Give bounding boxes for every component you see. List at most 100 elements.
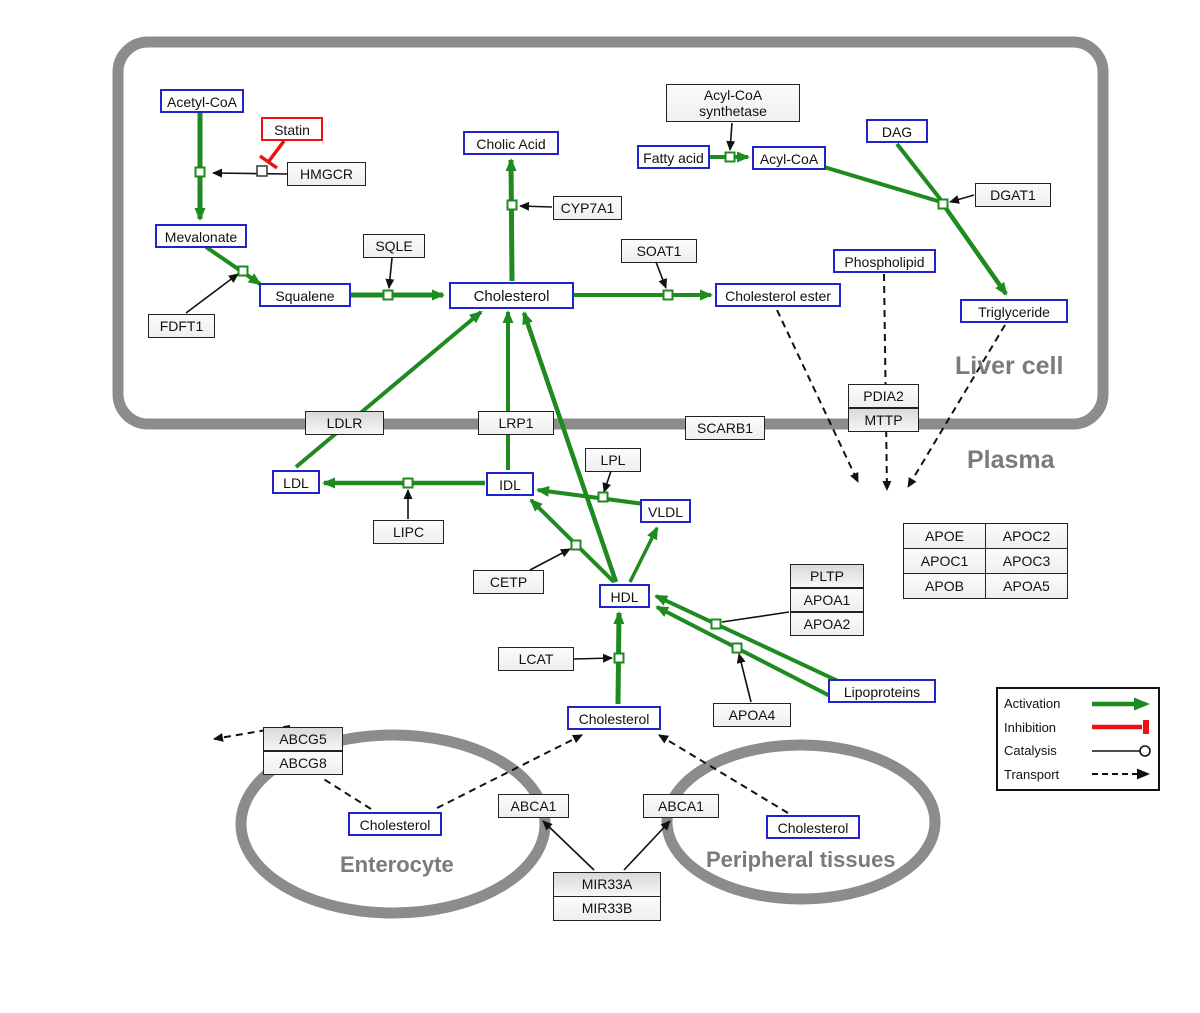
- node-ldl[interactable]: LDL: [272, 470, 320, 494]
- node-mir33b[interactable]: MIR33B: [553, 896, 661, 921]
- edge-ldl-via-ldlr-to-cholesterol: [294, 310, 483, 469]
- statin-target-node: [256, 165, 268, 177]
- node-acetyl-coa[interactable]: Acetyl-CoA: [160, 89, 244, 113]
- node-mevalonate[interactable]: Mevalonate: [155, 224, 247, 248]
- node-fatty-acid[interactable]: Fatty acid: [637, 145, 710, 169]
- node-pltp[interactable]: PLTP: [790, 564, 864, 588]
- legend-row-transport: Transport: [1004, 763, 1152, 785]
- reaction-nodes: [194, 151, 949, 664]
- edge-lipoproteins-to-hdl-lower: [655, 605, 833, 699]
- edge-sqle-catalysis: [385, 257, 395, 289]
- reaction-node: [710, 618, 722, 630]
- node-lrp1[interactable]: LRP1: [478, 411, 554, 435]
- node-cholesterol-plasma[interactable]: Cholesterol: [567, 706, 661, 730]
- edge-vldl-to-idl: [536, 485, 645, 506]
- legend-transport-label: Transport: [1004, 766, 1060, 782]
- node-squalene[interactable]: Squalene: [259, 283, 351, 307]
- node-idl[interactable]: IDL: [486, 472, 534, 496]
- node-cholesterol-peripheral[interactable]: Cholesterol: [766, 815, 860, 839]
- catalysis-circle-icon: [1092, 744, 1151, 757]
- node-hdl[interactable]: HDL: [599, 584, 650, 608]
- node-apoe[interactable]: APOE: [903, 523, 986, 549]
- node-apoc1[interactable]: APOC1: [903, 548, 986, 574]
- node-phospholipid[interactable]: Phospholipid: [833, 249, 936, 273]
- node-fdft1[interactable]: FDFT1: [148, 314, 215, 338]
- node-vldl[interactable]: VLDL: [640, 499, 691, 523]
- reaction-node: [570, 539, 582, 551]
- edge-dgat1-catalysis: [949, 194, 975, 204]
- node-acyl-coa-synthetase[interactable]: Acyl-CoA synthetase: [666, 84, 800, 122]
- reaction-node: [382, 289, 394, 301]
- peripheral-tissues-label: Peripheral tissues: [706, 847, 896, 872]
- edge-lcat-catalysis: [573, 653, 613, 663]
- legend-row-catalysis: Catalysis: [1004, 740, 1152, 762]
- node-abcg5[interactable]: ABCG5: [263, 727, 343, 751]
- node-soat1[interactable]: SOAT1: [621, 239, 697, 263]
- node-abca1-right[interactable]: ABCA1: [643, 794, 719, 818]
- node-abcg8[interactable]: ABCG8: [263, 751, 343, 775]
- node-mir33a[interactable]: MIR33A: [553, 872, 661, 897]
- reaction-node: [506, 199, 518, 211]
- edge-soat1-catalysis: [655, 261, 667, 289]
- edge-acylcoa-to-dgat-node: [823, 165, 942, 204]
- edge-triglyceride-transport: [907, 324, 1006, 488]
- reaction-node: [402, 477, 414, 489]
- edge-apoa-stack-to-node: [721, 611, 790, 623]
- node-cholesterol-liver[interactable]: Cholesterol: [449, 282, 574, 309]
- node-dgat1[interactable]: DGAT1: [975, 183, 1051, 207]
- edge-statin-inhibition: [267, 139, 286, 163]
- reaction-node: [597, 491, 609, 503]
- node-pdia2[interactable]: PDIA2: [848, 384, 919, 408]
- node-lipc[interactable]: LIPC: [373, 520, 444, 544]
- node-mttp[interactable]: MTTP: [848, 408, 919, 432]
- reaction-node: [724, 151, 736, 163]
- legend-row-activation: Activation: [1004, 693, 1152, 715]
- reaction-node: [613, 652, 625, 664]
- node-dag[interactable]: DAG: [866, 119, 928, 143]
- edge-cholesterol-to-cholicacid: [505, 158, 517, 282]
- node-lpl[interactable]: LPL: [585, 448, 641, 472]
- node-ldlr[interactable]: LDLR: [305, 411, 384, 435]
- node-scarb1[interactable]: SCARB1: [685, 416, 765, 440]
- edge-mevalonate-to-squalene: [204, 245, 262, 286]
- node-apob[interactable]: APOB: [903, 573, 986, 599]
- edge-hdl-to-liver-cholesterol: [521, 311, 619, 583]
- node-apoa5[interactable]: APOA5: [985, 573, 1068, 599]
- node-apoa2[interactable]: APOA2: [790, 612, 864, 636]
- node-cholic-acid[interactable]: Cholic Acid: [463, 131, 559, 155]
- legend-row-inhibition: Inhibition: [1004, 716, 1152, 738]
- node-cetp[interactable]: CETP: [473, 570, 544, 594]
- node-lipoproteins[interactable]: Lipoproteins: [828, 679, 936, 703]
- node-apoc2[interactable]: APOC2: [985, 523, 1068, 549]
- node-lcat[interactable]: LCAT: [498, 647, 574, 671]
- edge-dag-to-dgat-node: [895, 142, 943, 202]
- edge-lipoproteins-to-hdl-upper: [654, 594, 839, 683]
- node-cholesterol-enterocyte[interactable]: Cholesterol: [348, 812, 442, 836]
- node-abca1-left[interactable]: ABCA1: [498, 794, 569, 818]
- node-cholesterol-ester[interactable]: Cholesterol ester: [715, 283, 841, 307]
- node-triglyceride[interactable]: Triglyceride: [960, 299, 1068, 323]
- edge-hmgcr-catalysis: [212, 168, 288, 178]
- edge-cyp7a1-catalysis: [519, 201, 553, 211]
- edge-enterocyte-cholesterol-to-plasma: [436, 734, 583, 809]
- node-statin[interactable]: Statin: [261, 117, 323, 141]
- reaction-node: [937, 198, 949, 210]
- edge-fdft1-catalysis: [185, 273, 239, 314]
- edge-phospholipid-transport: [882, 273, 892, 491]
- node-apoa1[interactable]: APOA1: [790, 588, 864, 612]
- node-apoc3[interactable]: APOC3: [985, 548, 1068, 574]
- edge-acylcoa-synthetase-catalysis: [726, 122, 736, 151]
- node-acyl-coa[interactable]: Acyl-CoA: [752, 146, 826, 170]
- edge-mir33-to-abca1-right: [623, 820, 671, 871]
- liver-cell-membrane: [112, 36, 1109, 430]
- node-hmgcr[interactable]: HMGCR: [287, 162, 366, 186]
- edge-cholesterolester-transport: [776, 309, 859, 483]
- inhibition-tbar-icon: [1092, 720, 1149, 735]
- reaction-node: [194, 166, 206, 178]
- node-apoa4[interactable]: APOA4: [713, 703, 791, 727]
- node-cyp7a1[interactable]: CYP7A1: [553, 196, 622, 220]
- reaction-node: [662, 289, 674, 301]
- legend-inhibition-label: Inhibition: [1004, 719, 1057, 735]
- node-sqle[interactable]: SQLE: [363, 234, 425, 258]
